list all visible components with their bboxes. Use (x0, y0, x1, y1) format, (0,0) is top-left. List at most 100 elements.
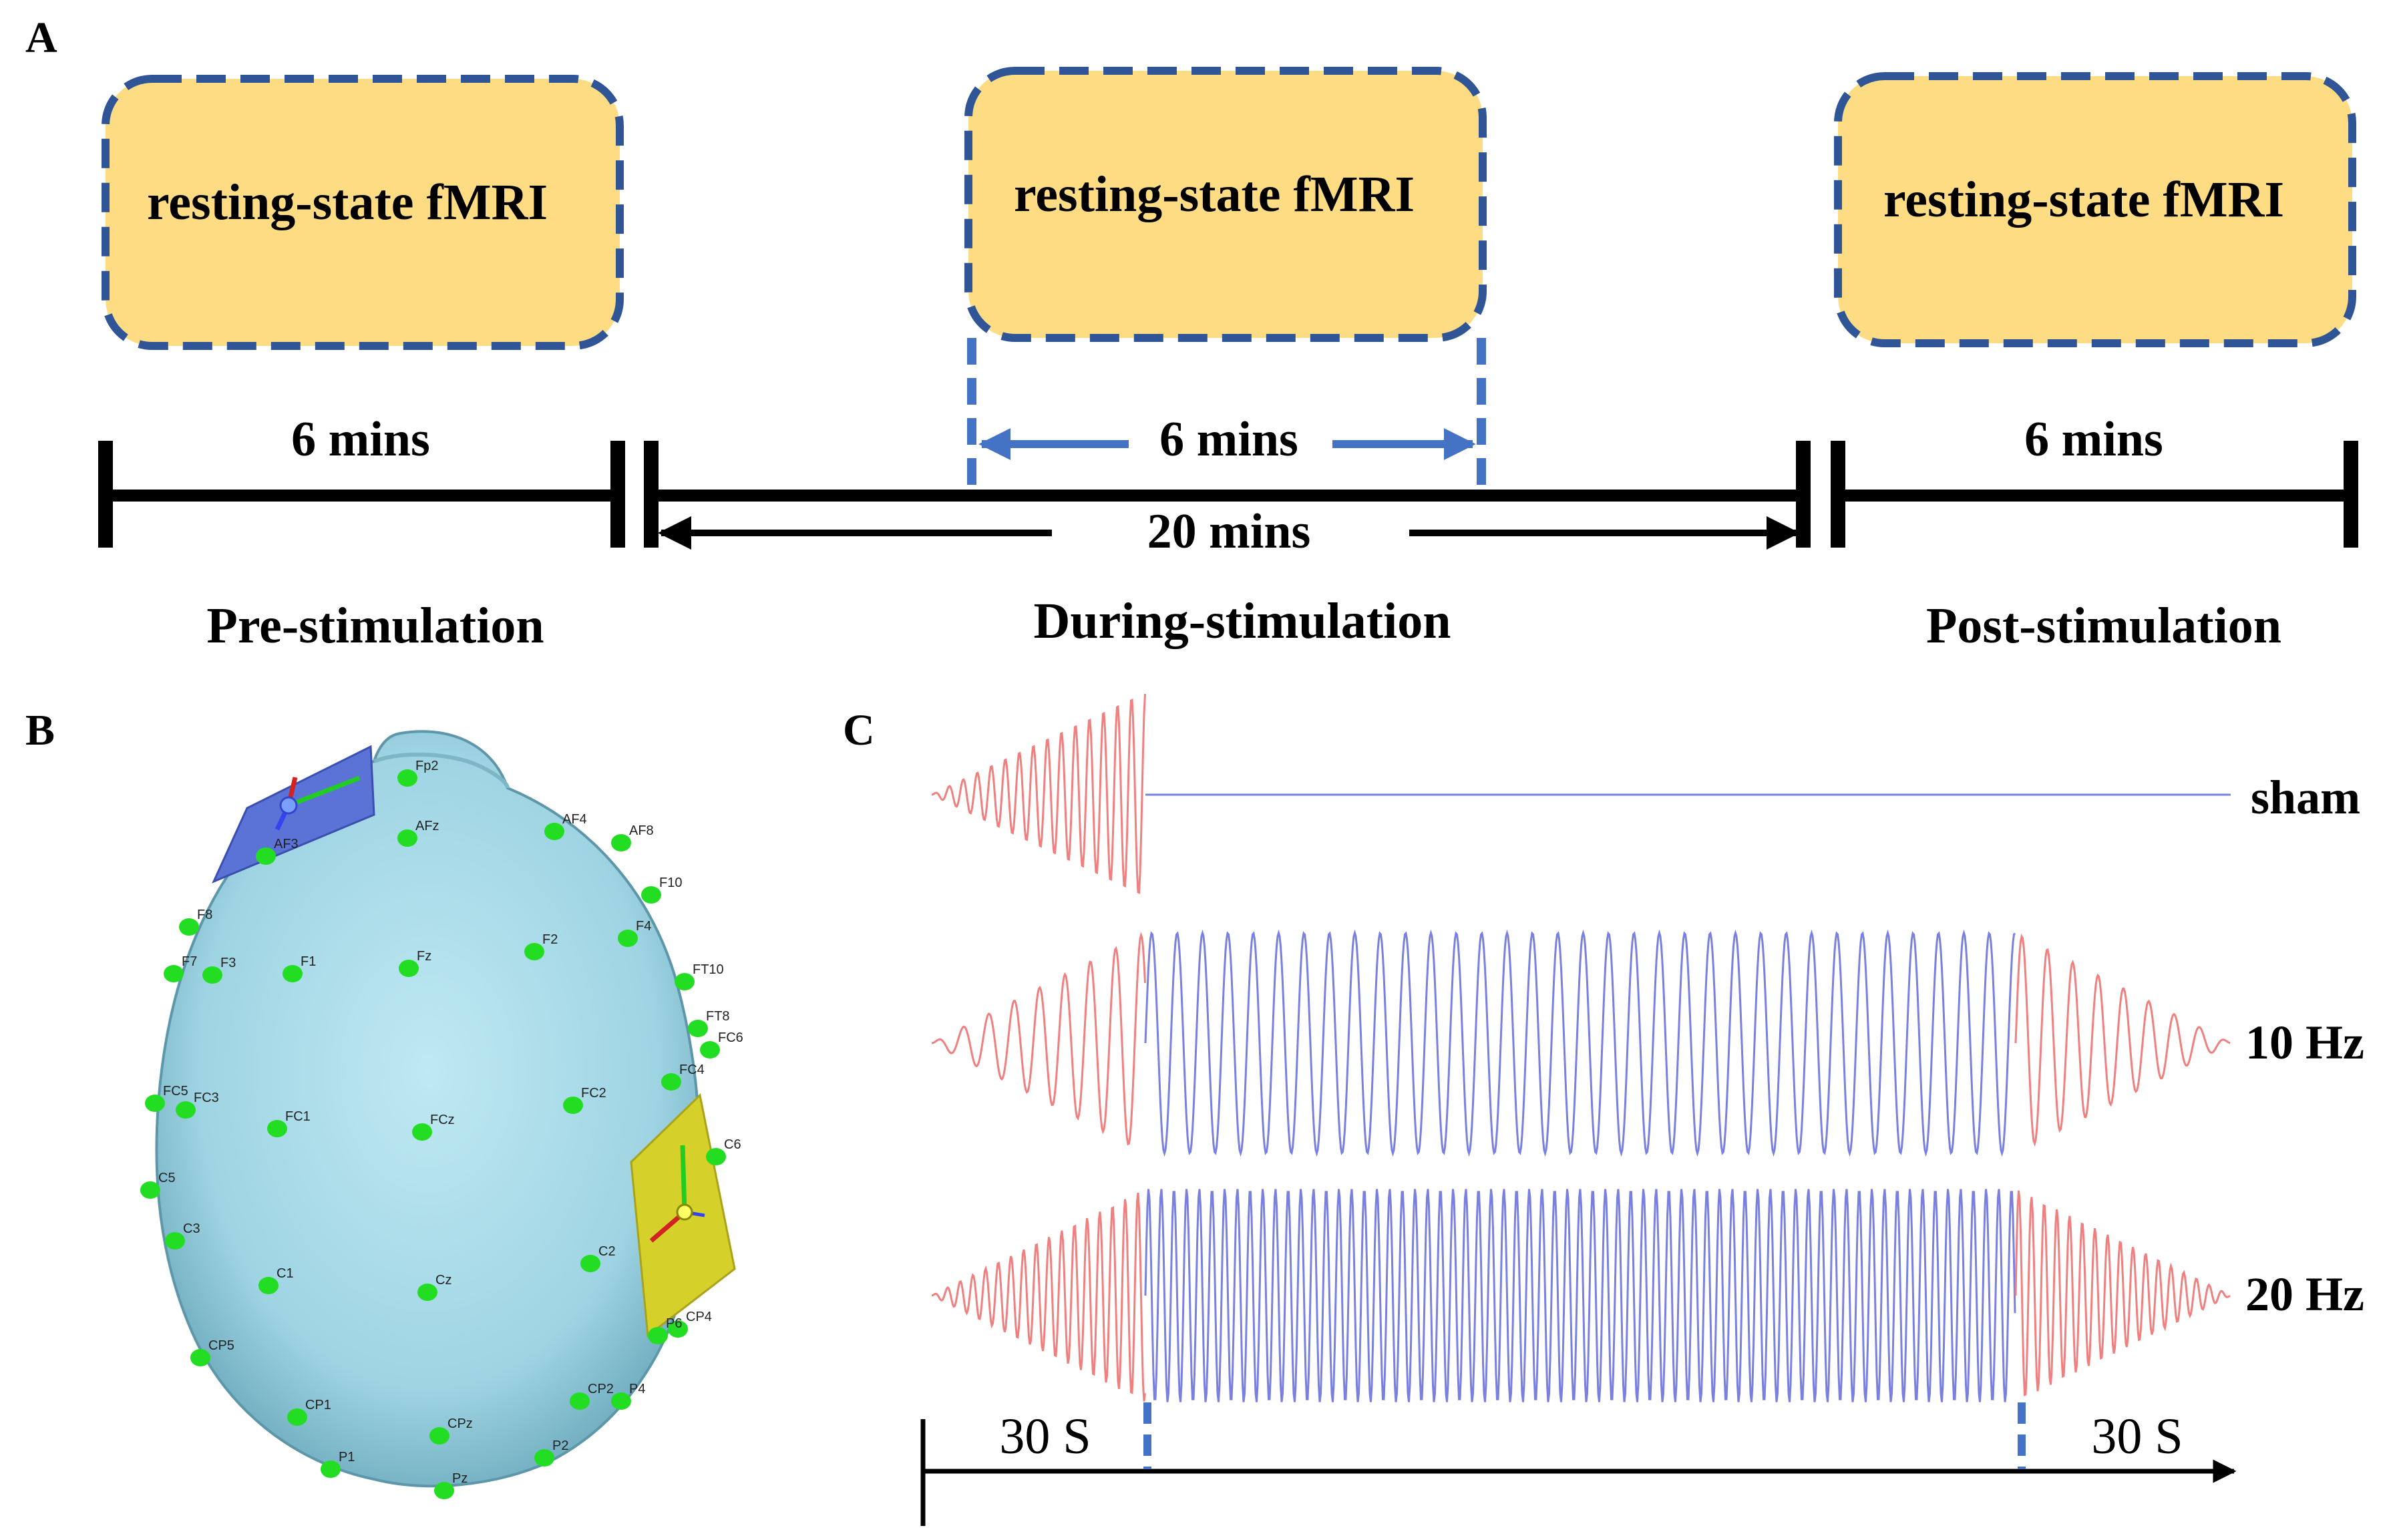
electrode-label: AFz (415, 819, 439, 833)
wave-20hz-steady (1144, 1189, 2016, 1402)
signal-label-sham: sham (2251, 771, 2360, 824)
electrode-afz: AFz (397, 819, 439, 847)
fmri-box-post (1834, 72, 2356, 347)
electrode-cp4: CP4 (668, 1310, 712, 1338)
electrode-p2: P2 (534, 1438, 568, 1467)
electrode-label: FC1 (285, 1109, 311, 1124)
electrode-label: C3 (183, 1221, 200, 1236)
electrode-label: F1 (301, 954, 316, 969)
panel-b-label: B (25, 706, 55, 755)
electrode-fz: Fz (399, 949, 431, 977)
electrode-label: FCz (430, 1113, 455, 1127)
electrode-pad-front (212, 745, 375, 884)
electrode-label: AF3 (274, 837, 299, 851)
electrode-label: P6 (666, 1316, 682, 1331)
electrode-f10: F10 (641, 876, 682, 904)
electrode-f8: F8 (179, 908, 212, 936)
sham-ramp (931, 694, 1146, 894)
electrode-label: CP1 (305, 1398, 331, 1412)
time-axis (920, 1402, 2237, 1526)
wave-10hz-steady (1144, 929, 2016, 1157)
electrode-label: C6 (724, 1137, 741, 1152)
electrode-cp2: CP2 (570, 1382, 614, 1410)
electrode-label: FC5 (163, 1084, 188, 1099)
fmri-box-pre-label: resting-state fMRI (147, 174, 548, 230)
electrode-f2: F2 (524, 932, 558, 960)
ramp-up-label: 30 S (999, 1408, 1091, 1465)
duration-during-window: 6 mins (1159, 412, 1298, 467)
wave-20hz-ramp-up (931, 1192, 1146, 1402)
duration-post: 6 mins (2024, 412, 2163, 467)
electrode-c6: C6 (706, 1137, 741, 1165)
electrode-ft8: FT8 (688, 1009, 730, 1037)
electrode-label: CP5 (208, 1338, 234, 1353)
electrode-label: Pz (452, 1471, 468, 1486)
electrode-cp1: CP1 (287, 1398, 331, 1426)
electrode-f3: F3 (202, 956, 236, 984)
electrode-label: FC6 (718, 1030, 743, 1045)
electrode-f7: F7 (164, 954, 197, 982)
electrode-label: F2 (542, 932, 558, 947)
electrode-af3: AF3 (256, 837, 299, 865)
electrode-label: C2 (598, 1244, 616, 1259)
panel-c-label: C (843, 706, 875, 755)
fmri-box-pre (102, 75, 624, 350)
electrode-label: CPz (447, 1416, 473, 1431)
electrode-label: Cz (435, 1273, 451, 1288)
electrode-label: Fz (417, 949, 431, 964)
electrode-c1: C1 (258, 1266, 294, 1294)
timeline-post (1831, 441, 2358, 548)
electrode-label: F3 (220, 956, 236, 970)
electrode-label: C1 (276, 1266, 294, 1281)
timeline-during (644, 338, 1811, 550)
electrode-label: CP2 (588, 1382, 614, 1396)
wave-20hz-ramp-down (2014, 1190, 2231, 1396)
duration-pre: 6 mins (291, 412, 430, 467)
electrode-fc4: FC4 (661, 1063, 705, 1091)
electrode-fc5: FC5 (145, 1084, 188, 1112)
electrode-p1: P1 (321, 1450, 355, 1478)
electrode-label: AF4 (562, 812, 587, 827)
electrode-label: FC2 (581, 1086, 606, 1101)
electrode-cp5: CP5 (190, 1338, 234, 1366)
electrode-label: CP4 (686, 1310, 712, 1324)
fmri-box-during-label: resting-state fMRI (1014, 166, 1415, 222)
electrode-p6: P6 (648, 1316, 682, 1344)
electrode-fc6: FC6 (700, 1030, 743, 1058)
electrode-fcz: FCz (412, 1113, 455, 1141)
electrode-fp2: Fp2 (397, 759, 438, 787)
timeline-pre (98, 441, 625, 548)
electrode-label: F7 (182, 954, 197, 969)
panel-a: A resting-state fMRI resting-state fMRI … (25, 13, 2358, 654)
electrode-label: C5 (158, 1171, 176, 1185)
wave-10hz-ramp-down (2014, 934, 2231, 1147)
electrode-label: FT8 (706, 1009, 730, 1024)
electrode-c5: C5 (140, 1171, 176, 1199)
fmri-box-post-label: resting-state fMRI (1883, 172, 2284, 228)
electrode-c2: C2 (580, 1244, 616, 1272)
electrode-f4: F4 (618, 919, 651, 947)
electrode-label: P4 (629, 1382, 645, 1396)
fmri-box-during (964, 67, 1487, 342)
phase-post-label: Post-stimulation (1926, 598, 2281, 654)
electrode-label: Fp2 (415, 759, 438, 773)
electrode-label: P2 (552, 1438, 568, 1453)
electrode-p4: P4 (611, 1382, 645, 1410)
electrode-label: FC4 (679, 1063, 705, 1077)
electrode-label: F8 (197, 908, 212, 922)
electrode-label: FT10 (693, 962, 724, 977)
electrode-label: AF8 (629, 823, 654, 838)
head-model (155, 730, 701, 1488)
electrode-cz: Cz (417, 1273, 451, 1301)
electrode-f1: F1 (283, 954, 316, 982)
signal-label-10hz: 10 Hz (2245, 1016, 2364, 1069)
nose-contour (373, 752, 510, 789)
electrode-cpz: CPz (429, 1416, 473, 1445)
electrode-fc3: FC3 (176, 1091, 219, 1119)
phase-during-label: During-stimulation (1034, 593, 1451, 649)
phase-pre-label: Pre-stimulation (206, 598, 544, 654)
electrode-label: P1 (339, 1450, 355, 1465)
